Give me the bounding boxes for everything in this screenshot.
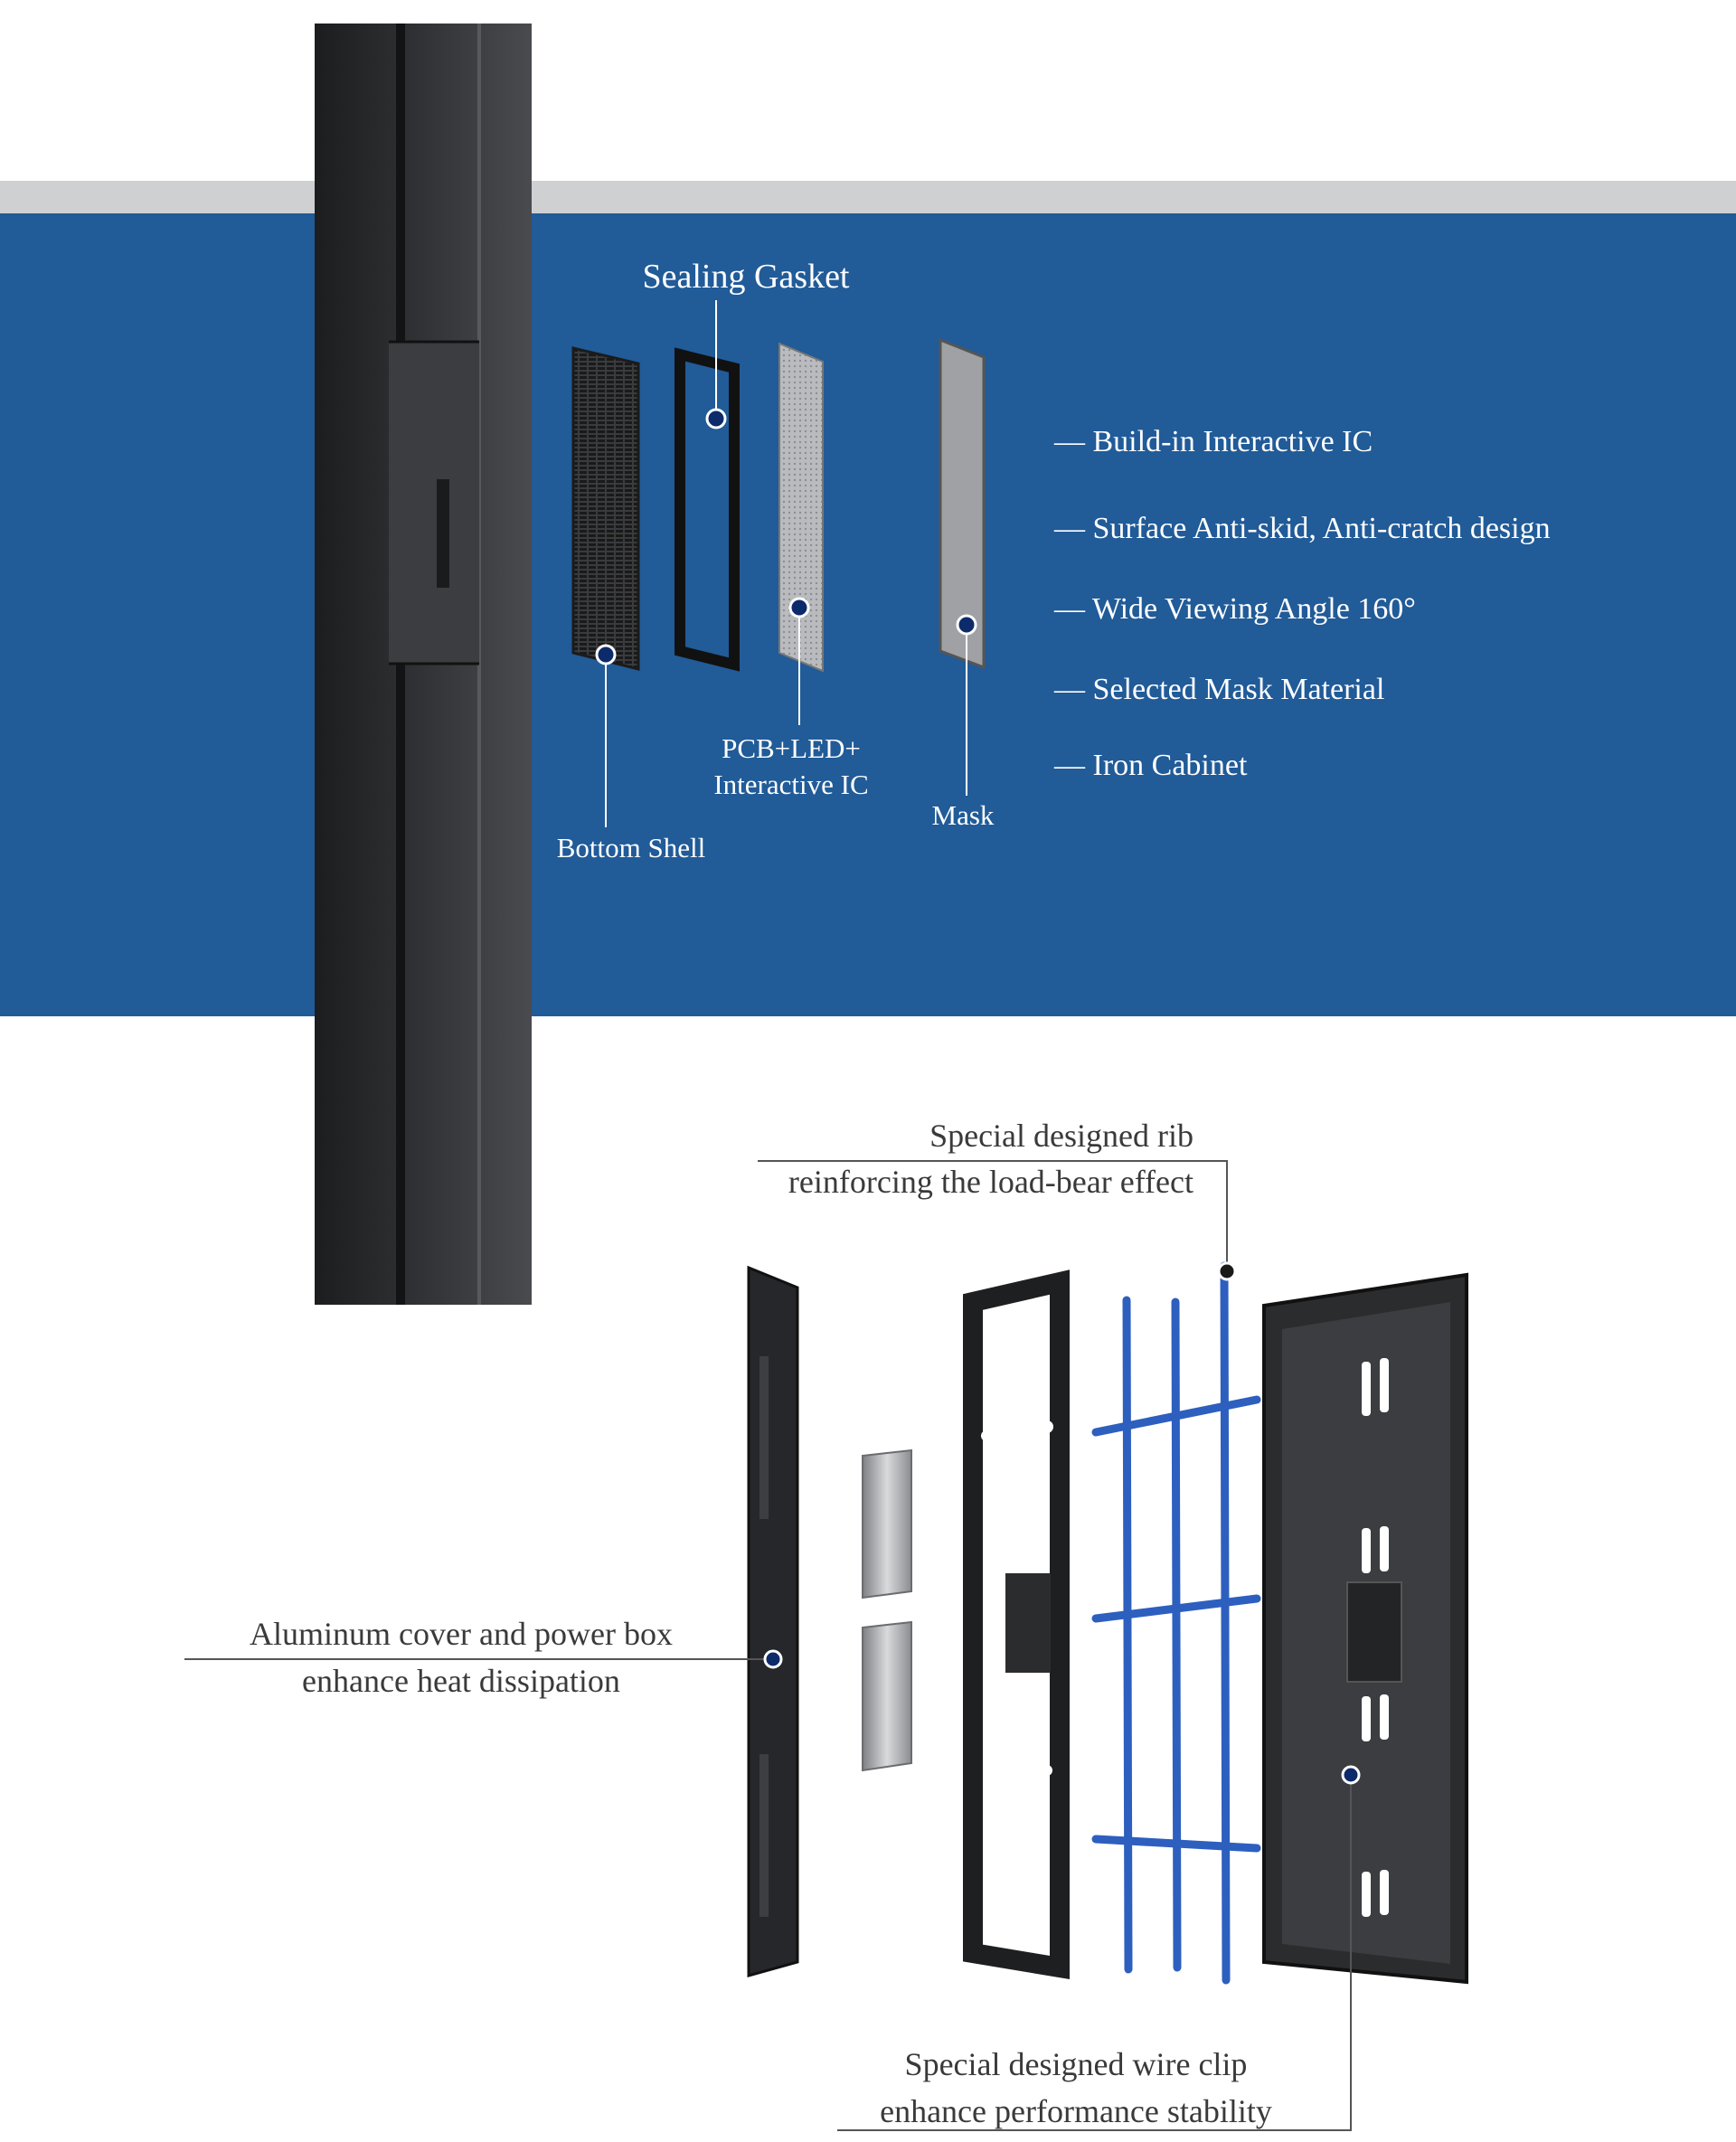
mask-label: Mask	[931, 799, 995, 831]
bottom-shell-label: Bottom Shell	[556, 832, 706, 863]
rib-callout-line2: reinforcing the load-bear effect	[788, 1164, 1194, 1200]
frame-part	[963, 1269, 1070, 1979]
bottom-callout-dots	[763, 1261, 1361, 1785]
sealing-gasket-label: Sealing Gasket	[642, 258, 850, 296]
mask-part	[939, 337, 986, 670]
top-leader-lines	[605, 300, 967, 827]
blue-panel	[0, 213, 1736, 1016]
feature-item: — Selected Mask Material	[1054, 673, 1385, 706]
pcb-led-part	[778, 342, 824, 673]
wire-clip-callout-line2: enhance performance stability	[880, 2093, 1272, 2129]
bottom-leader-lines	[184, 1160, 1352, 2131]
wire-clip-callout-line1: Special designed wire clip	[904, 2046, 1248, 2082]
feature-item: — Build-in Interactive IC	[1054, 425, 1373, 458]
assembled-tower	[315, 24, 532, 1305]
pcb-label-line1: PCB+LED+	[722, 732, 861, 764]
feature-item: — Surface Anti-skid, Anti-cratch design	[1054, 512, 1551, 545]
iron-cabinet-part	[1262, 1272, 1468, 1985]
top-callout-dots	[595, 408, 977, 665]
feature-item: — Iron Cabinet	[1054, 749, 1248, 782]
aluminum-callout-line2: enhance heat dissipation	[302, 1663, 620, 1699]
pcb-label-line2: Interactive IC	[713, 769, 869, 800]
aluminum-callout-line1: Aluminum cover and power box	[250, 1616, 673, 1652]
rib-callout-line1: Special designed rib	[929, 1118, 1194, 1154]
aluminum-cover-part	[747, 1265, 799, 1977]
gray-band	[0, 181, 1736, 213]
power-box-part	[862, 1448, 912, 1772]
feature-item: — Wide Viewing Angle 160°	[1054, 592, 1416, 626]
ribs-part	[1091, 1261, 1261, 1985]
bottom-shell-part	[571, 346, 640, 671]
